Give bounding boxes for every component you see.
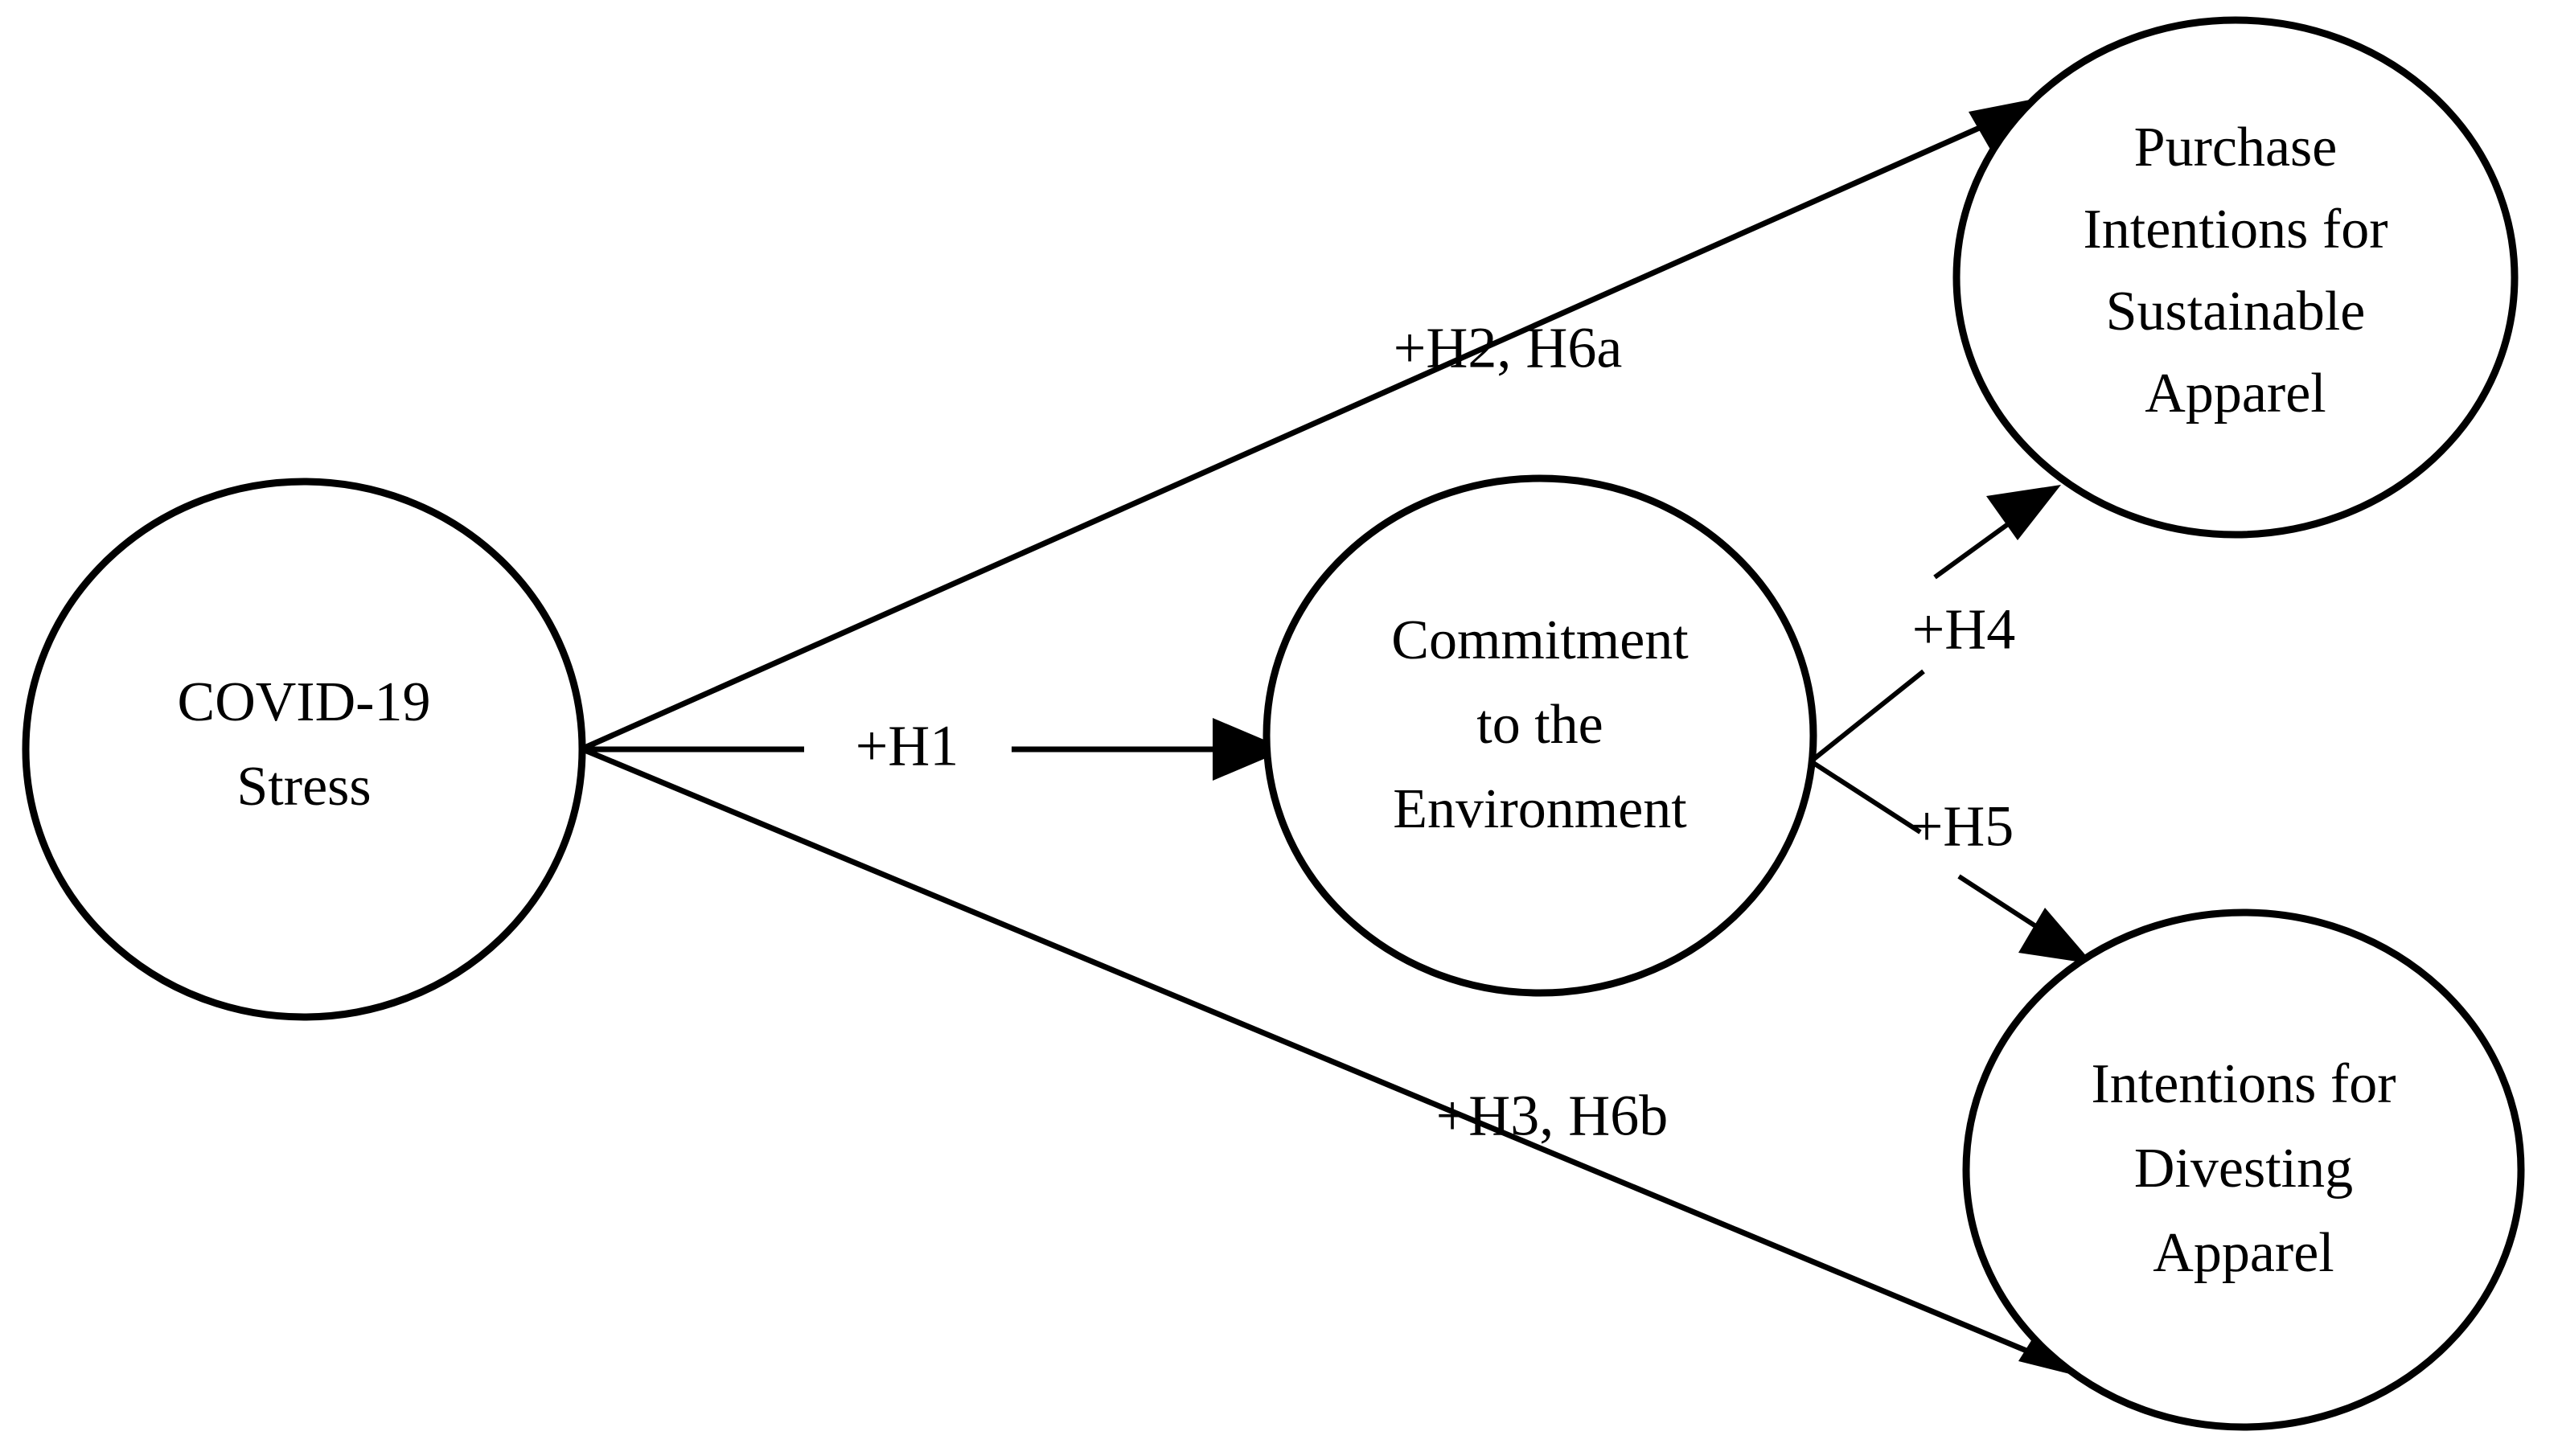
purchase-intentions-label-line1: Purchase: [2134, 117, 2338, 178]
covid-stress-label-line1: COVID-19: [178, 671, 431, 733]
path-h1-group[interactable]: [585, 718, 1287, 781]
commitment-stub-upper: [1809, 669, 1925, 764]
path-h3-h6b-line: [583, 747, 2076, 1374]
commitment-label-line3: Environment: [1393, 778, 1687, 840]
covid-stress-ellipse: [22, 478, 586, 1021]
path-h2-h6a-line: [583, 104, 2028, 751]
path-h5-label: +H5: [1911, 794, 2014, 859]
divesting-intentions-label-line1: Intentions for: [2091, 1053, 2396, 1115]
path-h3-h6b-label: +H3, H6b: [1436, 1084, 1669, 1148]
commitment-label-line2: to the: [1476, 694, 1603, 756]
divesting-intentions-label-line3: Apparel: [2153, 1222, 2334, 1284]
commitment-stub-lower: [1809, 759, 1922, 835]
purchase-intentions-label-line3: Sustainable: [2106, 281, 2366, 342]
divesting-intentions-label-line2: Divesting: [2134, 1138, 2353, 1200]
path-h5-arrowhead: [2018, 908, 2093, 964]
path-h5-group[interactable]: [1957, 874, 2093, 964]
commitment-fan-stubs: [1809, 669, 1925, 835]
path-h1-arrowhead: [1213, 718, 1287, 781]
divesting-intentions-node[interactable]: Intentions for Divesting Apparel: [1962, 908, 2525, 1431]
commitment-ellipse: [1263, 474, 1817, 997]
path-h4-arrowhead: [1986, 485, 2061, 540]
path-h2-h6a-label: +H2, H6a: [1394, 316, 1623, 380]
commitment-label-line1: Commitment: [1391, 609, 1689, 671]
covid-stress-label-line2: Stress: [236, 756, 371, 818]
path-h4-label: +H4: [1912, 597, 2016, 662]
purchase-intentions-label-line2: Intentions for: [2083, 199, 2388, 260]
purchase-intentions-ellipse: [1952, 16, 2519, 539]
covid-stress-node[interactable]: COVID-19 Stress: [22, 478, 586, 1021]
divesting-intentions-ellipse: [1962, 908, 2525, 1431]
purchase-intentions-label-line4: Apparel: [2145, 363, 2326, 424]
path-h1-label: +H1: [856, 714, 959, 778]
path-h4-group[interactable]: [1933, 485, 2061, 580]
commitment-node[interactable]: Commitment to the Environment: [1263, 474, 1817, 997]
purchase-intentions-node[interactable]: Purchase Intentions for Sustainable Appa…: [1952, 16, 2519, 539]
